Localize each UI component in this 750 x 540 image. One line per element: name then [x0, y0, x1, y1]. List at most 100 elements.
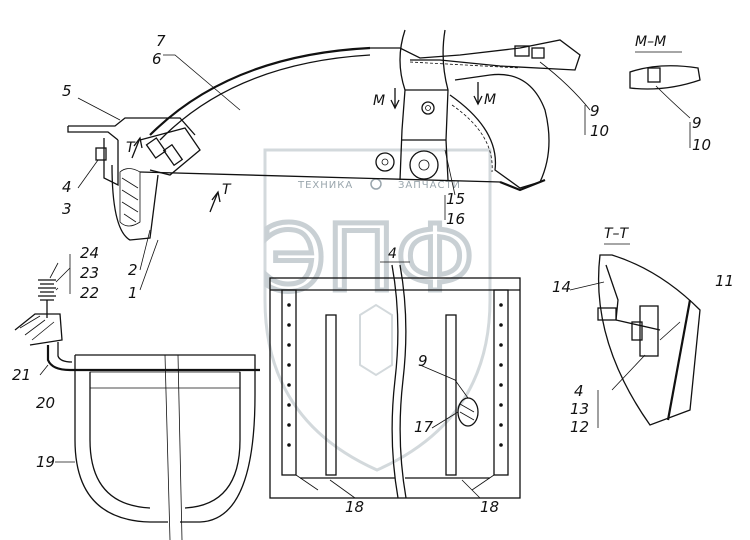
- left-flange-lower: [67, 126, 119, 141]
- section-tt-bracket: [605, 264, 619, 321]
- watermark-logo-letters: ЭПФ: [262, 205, 475, 312]
- column-bolt-upper-core: [425, 105, 431, 111]
- callout-leaders: [69, 54, 691, 428]
- u-frame-left: [74, 355, 168, 523]
- bin-left-wall: [281, 289, 297, 476]
- section-tt: Т–Т: [597, 226, 701, 426]
- bin-strip-right: [445, 314, 457, 476]
- section-tt-clamp: [639, 305, 659, 357]
- callout-11: 11: [715, 272, 734, 290]
- callout-15: 15: [446, 190, 465, 208]
- view-marker-t-upper: Т: [126, 140, 136, 156]
- callout-24: 24: [80, 244, 99, 262]
- callout-21: 21: [12, 366, 31, 384]
- left-bracket-assembly: [14, 262, 260, 540]
- callout-4-tt: 4: [574, 382, 584, 400]
- tube-upper: [46, 345, 260, 372]
- rubber-insert: [119, 168, 141, 227]
- u-frame-right: [75, 354, 256, 523]
- leader-15-16: [444, 149, 456, 196]
- section-mm-title: М–М: [635, 34, 666, 50]
- section-tt-nut-left: [597, 307, 617, 321]
- column-bolt-main: [409, 150, 439, 180]
- section-tt-bolt-shaft: [615, 319, 661, 331]
- view-marker-4: 4: [388, 246, 397, 262]
- callout-9-bin: 9: [418, 352, 428, 370]
- upper-panel-outline: [370, 39, 581, 71]
- view-marker-t-lower: Т: [222, 182, 232, 198]
- bracket-plate: [103, 138, 119, 187]
- callout-numbers: 5 7 6 4 3 2 1 9 10 9 10 15 16 11 14 4 13…: [12, 32, 734, 516]
- bracket-nut: [95, 147, 107, 161]
- callout-10-mm: 10: [692, 136, 711, 154]
- section-tt-wall: [666, 299, 692, 421]
- leader-4-13-12: [611, 354, 646, 391]
- callout-9-top: 9: [590, 102, 600, 120]
- callout-14: 14: [552, 278, 571, 296]
- top-assembly: [67, 29, 591, 241]
- u-frame-inner-right: [184, 372, 241, 509]
- callout-17: 17: [414, 418, 434, 436]
- section-mm-leader: [655, 85, 691, 119]
- bin-right-inner: [471, 290, 495, 491]
- callout-22: 22: [80, 284, 99, 302]
- u-frame-inner-left: [89, 372, 151, 509]
- top-bolt-9: [514, 45, 530, 57]
- bin-right-wall: [493, 289, 509, 476]
- tube-inner: [57, 342, 73, 363]
- central-column-left: [399, 29, 406, 181]
- left-flange-top: [68, 117, 196, 136]
- callout-12: 12: [570, 418, 589, 436]
- watermark-text-right: ЗАПЧАСТИ: [398, 180, 461, 191]
- callout-10-top: 10: [590, 122, 609, 140]
- right-panel-seam: [451, 104, 493, 173]
- leader-22-24: [49, 262, 71, 291]
- arrow-t-lower: [209, 191, 219, 213]
- bin-hole-hatch: [459, 403, 475, 421]
- column-bolt-left: [375, 152, 395, 172]
- right-panel-lip: [499, 178, 546, 192]
- watermark-gear-icon: [370, 178, 382, 190]
- watermark-text-left: ТЕХНИКА: [297, 180, 353, 191]
- view-marker-m-left: М: [373, 93, 385, 109]
- callout-3: 3: [62, 200, 72, 218]
- callout-2: 2: [128, 261, 138, 279]
- leader-9-10: [539, 61, 591, 111]
- arrow-t-upper: [131, 137, 141, 159]
- bin-strip-left: [325, 314, 337, 476]
- spring-coil: [38, 279, 56, 301]
- clamp-head: [14, 313, 63, 346]
- arrow-t-upper-head: [133, 136, 143, 149]
- bin-break-right: [399, 264, 407, 499]
- leader-9-bin: [419, 364, 469, 399]
- callout-4: 4: [62, 178, 72, 196]
- view-marker-m-right: М: [484, 92, 496, 108]
- callout-6: 6: [152, 50, 162, 68]
- leader-17: [431, 411, 459, 429]
- upper-panel-weld-seam: [409, 61, 521, 69]
- callout-1: 1: [128, 284, 138, 302]
- clamp-head-hatch: [19, 315, 55, 341]
- column-bolt-main-core: [418, 159, 430, 171]
- watermark-bolt-shape: [359, 303, 393, 377]
- callout-5: 5: [62, 82, 72, 100]
- section-tt-title: Т–Т: [604, 226, 630, 242]
- callout-9-mm: 9: [692, 114, 702, 132]
- callout-7: 7: [156, 32, 166, 50]
- t-clamp-nut: [145, 137, 167, 159]
- rubber-insert-hatch: [121, 177, 139, 223]
- leader-20: [39, 364, 49, 376]
- fender-arch-inner: [159, 54, 371, 141]
- bin-left-inner: [295, 290, 319, 491]
- leader-18-right: [461, 479, 481, 499]
- bin-hole-17: [457, 397, 479, 427]
- bin-right-rivets: [499, 303, 503, 447]
- section-mm-bolt: [647, 67, 661, 83]
- view-arrows: М М Т Т 4: [126, 82, 496, 262]
- callout-20: 20: [36, 394, 55, 412]
- bin-outer: [269, 277, 521, 499]
- u-frame-crossbar: [89, 371, 241, 389]
- leader-11: [659, 321, 681, 341]
- section-tt-washer: [631, 321, 643, 341]
